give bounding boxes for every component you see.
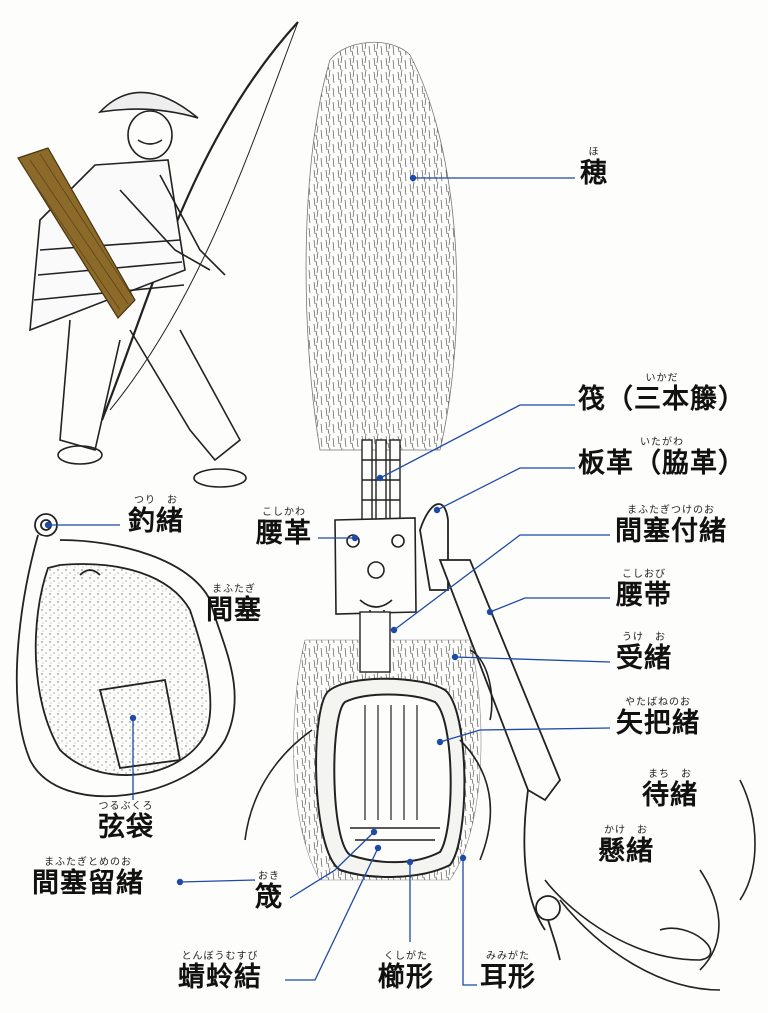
- leader-lines: [44, 174, 611, 986]
- cords: [244, 649, 756, 991]
- label-ukeo: うけ お 受緒: [616, 632, 672, 674]
- label-mafutagi-tsukenoo: まふたぎつけのお 間塞付緒: [615, 505, 727, 547]
- reading-tonbo-musubi: とんぼうむすび: [181, 951, 259, 962]
- koshiobi-belt: [419, 503, 562, 931]
- term-kakeo: 懸緒: [598, 836, 654, 867]
- term-mimigata: 耳形: [480, 962, 536, 993]
- reading-koshigawa: こしかわ: [262, 507, 306, 518]
- term-tsurubukuro: 弦袋: [98, 812, 154, 843]
- term-mafutagi-tomenoo: 間塞留緒: [32, 868, 144, 899]
- quiver-oval-frame: [315, 677, 466, 878]
- reading-ho: ほ: [588, 147, 600, 158]
- term-mafutagi-tsukenoo: 間塞付緒: [615, 516, 727, 547]
- quiver-on-warrior: [17, 147, 136, 319]
- label-yatabane-no-o: やたばねのお 矢把緒: [616, 697, 700, 739]
- label-mafutagi: まふたぎ 間塞: [206, 584, 262, 626]
- reading-ikada: いかだ: [645, 373, 679, 384]
- label-machio: まち お 待緒: [642, 769, 698, 811]
- label-tonbo-musubi: とんぼうむすび 蜻蛉結: [178, 951, 262, 993]
- term-tonbo-musubi: 蜻蛉結: [178, 962, 262, 993]
- reading-mafutagi-tsukenoo: まふたぎつけのお: [627, 505, 715, 516]
- reading-itagawa: いたがわ: [640, 437, 684, 448]
- reading-machio: まち お: [648, 769, 692, 780]
- term-yatabane-no-o: 矢把緒: [616, 708, 700, 739]
- quiver-shaft: [359, 611, 391, 673]
- term-mafutagi: 間塞: [206, 595, 262, 626]
- term-itagawa: 板革（脇革）: [578, 448, 746, 479]
- term-kushigata: 櫛形: [378, 962, 434, 993]
- label-mimigata: みみがた 耳形: [480, 951, 536, 993]
- term-ikada: 筏（三本籐）: [578, 384, 746, 415]
- reading-tsurio: つり お: [134, 495, 178, 506]
- label-kakeo: かけ お 懸緒: [598, 825, 654, 867]
- label-mafutagi-tomenoo: まふたぎとめのお 間塞留緒: [32, 857, 144, 899]
- reading-kakeo: かけ お: [604, 825, 648, 836]
- quiver-fur-tail: [305, 41, 458, 451]
- hook: [535, 895, 561, 961]
- label-koshigawa: こしかわ 腰革: [256, 507, 312, 549]
- tsurubukuro-bag: [15, 513, 236, 798]
- term-ho: 穂: [580, 158, 608, 189]
- label-kushigata: くしがた 櫛形: [378, 951, 434, 993]
- reading-oki: おき: [258, 871, 280, 882]
- label-ho: ほ 穂: [580, 147, 608, 189]
- reading-tsurubukuro: つるぶくろ: [98, 801, 154, 812]
- reading-mafutagi-tomenoo: まふたぎとめのお: [44, 857, 132, 868]
- label-itagawa: いたがわ 板革（脇革）: [578, 437, 746, 479]
- label-oki: おき 筬: [255, 871, 283, 913]
- term-ukeo: 受緒: [616, 643, 672, 674]
- term-oki: 筬: [255, 882, 283, 913]
- term-tsurio: 釣緒: [128, 506, 184, 537]
- reading-mimigata: みみがた: [486, 951, 530, 962]
- term-koshigawa: 腰革: [256, 518, 312, 549]
- reading-koshiobi: こしおび: [622, 569, 666, 580]
- term-koshiobi: 腰帯: [616, 580, 672, 611]
- label-tsurio: つり お 釣緒: [128, 495, 184, 537]
- reading-ukeo: うけ お: [622, 632, 666, 643]
- reading-kushigata: くしがた: [384, 951, 428, 962]
- label-koshiobi: こしおび 腰帯: [616, 569, 672, 611]
- label-tsurubukuro: つるぶくろ 弦袋: [98, 801, 154, 843]
- koshigawa-plate: [334, 517, 417, 640]
- reading-mafutagi: まふたぎ: [212, 584, 256, 595]
- term-machio: 待緒: [642, 780, 698, 811]
- warrior-illustration: [29, 21, 299, 488]
- reading-yatabane-no-o: やたばねのお: [625, 697, 691, 708]
- label-ikada: いかだ 筏（三本籐）: [578, 373, 746, 415]
